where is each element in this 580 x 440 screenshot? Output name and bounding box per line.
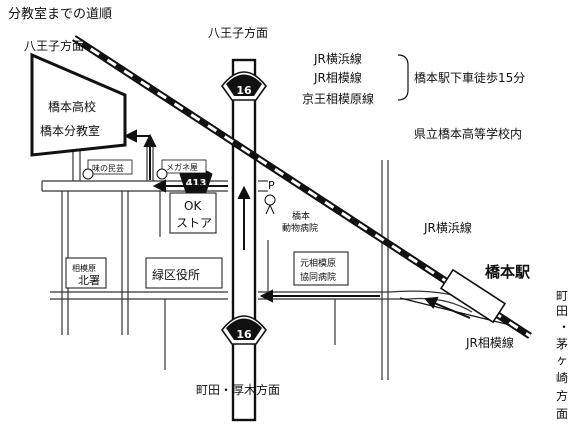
animal-hospital-label-2: 動物病院: [282, 222, 318, 234]
school-line2: 橋本分教室: [40, 123, 100, 138]
svg-text:町: 町: [556, 289, 568, 303]
walk-info: 橋本駅下車徒歩15分: [414, 70, 525, 85]
animal-hospital-label-1: 橋本: [292, 210, 310, 222]
legend-sagami: JR相模線: [313, 70, 362, 85]
school-inside-info: 県立橋本高等学校内: [414, 126, 522, 141]
yokohama-map-label: JR横浜線: [423, 220, 472, 235]
route-16-shield-top: 16: [221, 71, 267, 101]
svg-text:方: 方: [556, 388, 568, 403]
ok-store-box: [169, 192, 217, 234]
school-line1: 橋本高校: [48, 99, 96, 114]
road-network: [41, 142, 479, 380]
clinic-label-1: 元相模原: [300, 257, 336, 269]
ward-office-label: 緑区役所: [152, 267, 200, 282]
clinic-label-2: 協同病院: [300, 271, 336, 283]
hashimoto-station: [439, 268, 507, 324]
legend-keio: 京王相模原線: [302, 91, 374, 106]
station-label: 橋本駅: [485, 263, 531, 281]
svg-text:・: ・: [558, 320, 570, 334]
megane-box: [161, 159, 207, 174]
map-title: 分教室までの道順: [8, 6, 112, 22]
svg-text:田: 田: [556, 304, 568, 318]
megane-label: メガネ屋: [166, 162, 198, 172]
direction-machida-chigasaki: 町 田 ・ 茅 ヶ 崎 方 面: [556, 289, 570, 421]
sagami-map-label: JR相模線: [465, 335, 514, 350]
restaurant-marker: [82, 168, 94, 180]
ward-office-box: [145, 257, 223, 289]
restaurant-label: 味の民芸: [92, 163, 124, 173]
direction-hachioji-top: 八王子方面: [208, 25, 268, 40]
svg-text:面: 面: [556, 407, 568, 421]
svg-text:16: 16: [236, 84, 252, 97]
direction-hachioji-left: 八王子方面: [24, 38, 84, 53]
animal-hospital-marker: [264, 194, 276, 215]
parking-label: P: [268, 179, 275, 192]
direction-machida-atsugi: 町田・厚木方面: [196, 382, 280, 397]
megane-marker: [156, 168, 168, 180]
police-label-2: 北署: [78, 274, 100, 287]
clinic-box: [293, 251, 349, 286]
legend-yokohama: JR横浜線: [313, 51, 362, 66]
legend-bracket: [397, 54, 409, 101]
ok-store-label-2: ストア: [176, 216, 212, 230]
svg-text:ヶ: ヶ: [556, 353, 568, 367]
svg-text:茅: 茅: [556, 337, 568, 351]
route-arrows: [123, 129, 471, 319]
police-label-1: 相模原: [72, 263, 96, 273]
police-box: [65, 257, 107, 289]
svg-text:崎: 崎: [556, 371, 568, 385]
ok-store-label-1: OK: [184, 199, 202, 213]
restaurant-box: [87, 159, 133, 175]
svg-text:413: 413: [186, 178, 207, 189]
school-building: [30, 52, 127, 157]
svg-text:16: 16: [236, 328, 252, 341]
route-16-shield-bottom: 16: [221, 315, 267, 345]
